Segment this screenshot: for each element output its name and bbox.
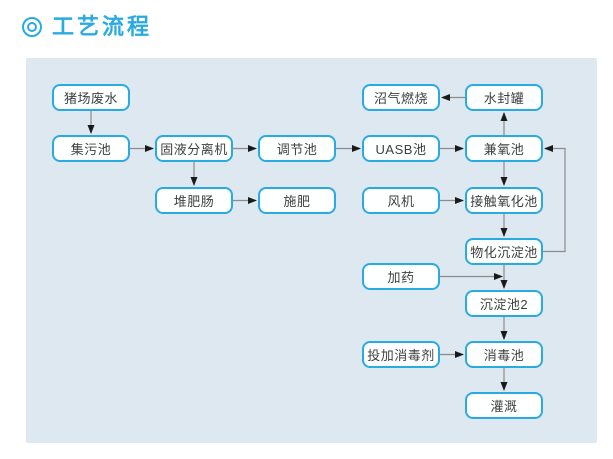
node-chemical-dosing: 加药 [362,263,440,290]
node-physicochemical-sed-tank: 物化沉淀池 [465,238,543,265]
node-solid-liquid-separator: 固液分离机 [155,135,233,162]
node-biogas-combustion: 沼气燃烧 [362,84,440,111]
node-contact-oxidation-tank: 接触氧化池 [465,187,543,214]
node-fan: 风机 [362,187,440,214]
node-fertilization: 施肥 [258,187,336,214]
node-uasb-tank: UASB池 [362,135,440,162]
node-irrigation: 灌溉 [465,392,543,419]
flowchart-panel: 猪场废水 集污池 固液分离机 堆肥肠 施肥 调节池 UASB池 沼气燃烧 水封罐… [26,58,597,443]
page-title: 工艺流程 [52,14,153,39]
page-title-row: 工艺流程 [22,16,152,38]
title-bullet-inner-circle [27,22,37,32]
node-facultative-tank: 兼氧池 [465,135,543,162]
node-sewage-collection-pit: 集污池 [52,135,130,162]
node-water-seal-tank: 水封罐 [465,84,543,111]
flow-connectors [87,94,566,391]
node-composting-site: 堆肥肠 [155,187,233,214]
edge-physicochemical-to-facultative-return [543,145,566,253]
node-disinfection-tank: 消毒池 [465,341,543,368]
node-pig-farm-wastewater: 猪场废水 [52,84,130,111]
node-disinfectant-dosing: 投加消毒剂 [362,341,440,368]
node-sedimentation-tank-2: 沉淀池2 [465,290,543,317]
title-bullet-icon [22,17,42,37]
node-regulating-tank: 调节池 [258,135,336,162]
